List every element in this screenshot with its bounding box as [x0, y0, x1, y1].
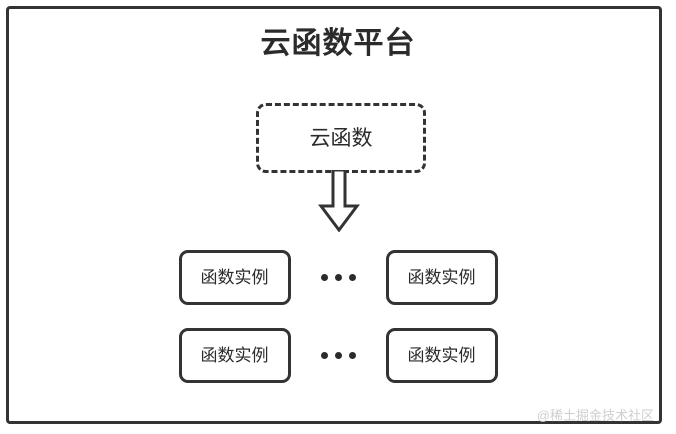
down-arrow-icon [318, 170, 360, 232]
function-instance-label: 函数实例 [407, 268, 476, 287]
instance-row: 函数实例 函数实例 [0, 250, 676, 305]
ellipsis-indicator [291, 328, 386, 383]
ellipsis-dot [348, 352, 356, 359]
ellipsis-indicator [291, 250, 386, 305]
function-instance-label: 函数实例 [200, 346, 269, 365]
ellipsis-dot [334, 352, 342, 359]
function-instance-box: 函数实例 [385, 250, 498, 305]
cloud-function-node: 云函数 [256, 103, 426, 173]
page-title: 云函数平台 [260, 27, 416, 60]
cloud-function-label: 云函数 [309, 126, 373, 150]
ellipsis-dot [320, 274, 328, 281]
ellipsis-dot [334, 274, 342, 281]
source-watermark: @稀土掘金技术社区 [536, 408, 654, 423]
function-instance-grid: 函数实例 函数实例 函数实例 函数实例 [0, 250, 676, 383]
function-instance-box: 函数实例 [178, 328, 291, 383]
ellipsis-dot [348, 274, 356, 281]
function-instance-label: 函数实例 [407, 346, 476, 365]
instance-row: 函数实例 函数实例 [0, 328, 676, 383]
function-instance-box: 函数实例 [178, 250, 291, 305]
function-instance-box: 函数实例 [385, 328, 498, 383]
ellipsis-dot [320, 352, 328, 359]
function-instance-label: 函数实例 [200, 268, 269, 287]
